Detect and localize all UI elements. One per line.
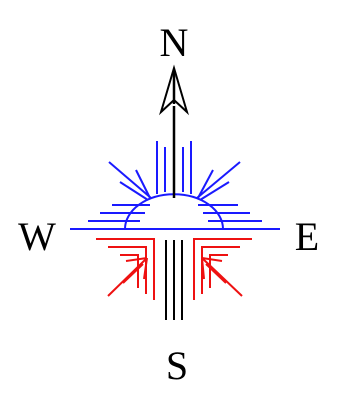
label-east: E — [295, 214, 319, 259]
label-south: S — [166, 343, 188, 388]
half-sun-icon — [125, 194, 223, 229]
label-west: W — [18, 214, 56, 259]
label-north: N — [160, 20, 189, 65]
lower-right-arrowhead — [202, 258, 242, 296]
lower-left-arrowhead — [108, 258, 147, 296]
south-stem — [166, 240, 182, 320]
upper-left-arrowhead — [109, 162, 151, 200]
horizontal-ray-lines — [88, 205, 262, 221]
upper-right-arrowhead — [197, 162, 240, 200]
